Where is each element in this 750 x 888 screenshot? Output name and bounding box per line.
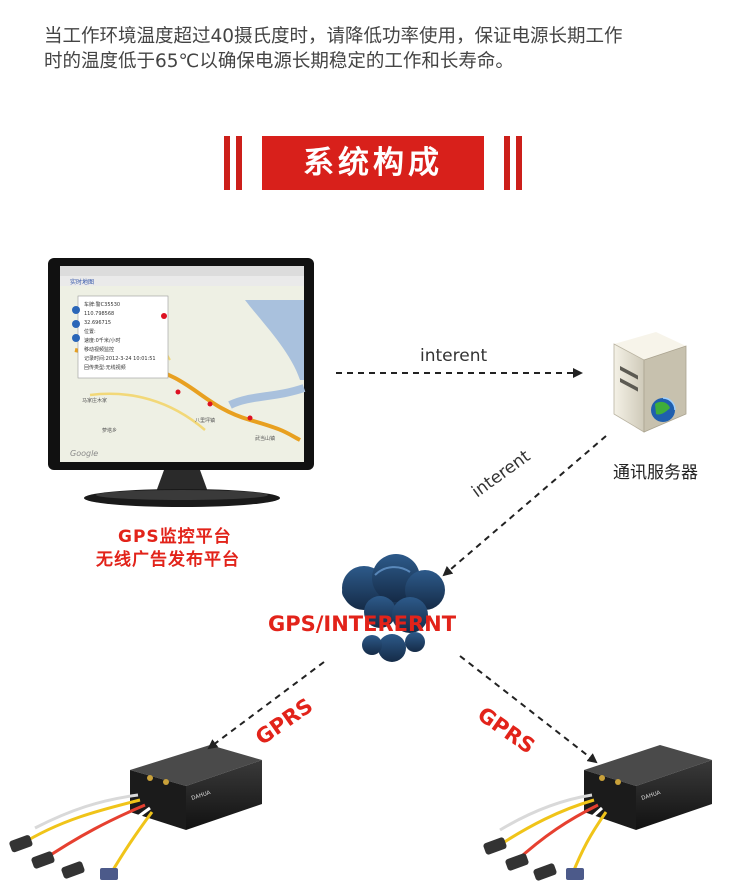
intro-text: 当工作环境温度超过40摄氏度时，请降低功率使用，保证电源长期工作 时的温度低于6… [44,24,724,74]
monitor-caption-2: 无线广告发布平台 [96,550,240,570]
cloud-label: GPS/INTERERNT [268,612,457,636]
map-place-labels: 马家庄木家 萝塔乡 八里坪镇 武当山镇 [82,397,275,442]
map-header: 实时地图 [70,278,94,286]
banner-bar-left-1 [224,136,230,190]
link-cloud-right-device [459,655,598,764]
map-river [228,384,306,409]
mobile-dvr-left: DAHUA [9,745,262,880]
mobile-dvr-right: DAHUA [483,745,712,881]
svg-text:DAHUA: DAHUA [641,790,662,802]
monitor-caption-1: GPS监控平台 [118,527,232,547]
server-label: 通讯服务器 [613,463,698,483]
section-banner: 系统构成 [224,136,522,190]
svg-text:DAHUA: DAHUA [191,790,212,802]
cloud-icon [342,554,445,662]
banner-bar-right-2 [516,136,522,190]
popup-text: 车牌:警C35530 110.798568 32.696715 位置: 速度:0… [84,301,157,371]
intro-line-2: 时的温度低于65℃以确保电源长期稳定的工作和长寿命。 [44,51,514,72]
intro-line-1: 当工作环境温度超过40摄氏度时，请降低功率使用，保证电源长期工作 [44,26,623,47]
link-server-cloud [442,435,607,577]
monitor: 实时地图 车牌:警C35530 110.798568 32.696715 位置:… [48,258,314,507]
map-lake [245,300,304,380]
server-icon [613,332,687,433]
vehicle-popup [77,295,169,379]
banner-bar-right-1 [504,136,510,190]
section-title: 系统构成 [262,136,484,190]
link-label-monitor-server: interent [420,346,488,366]
banner-bar-left-2 [236,136,242,190]
link-cloud-left-device [207,661,325,750]
map-logo: Google [70,449,98,458]
app-titlebar [60,266,304,276]
monitor-neck [156,470,208,492]
